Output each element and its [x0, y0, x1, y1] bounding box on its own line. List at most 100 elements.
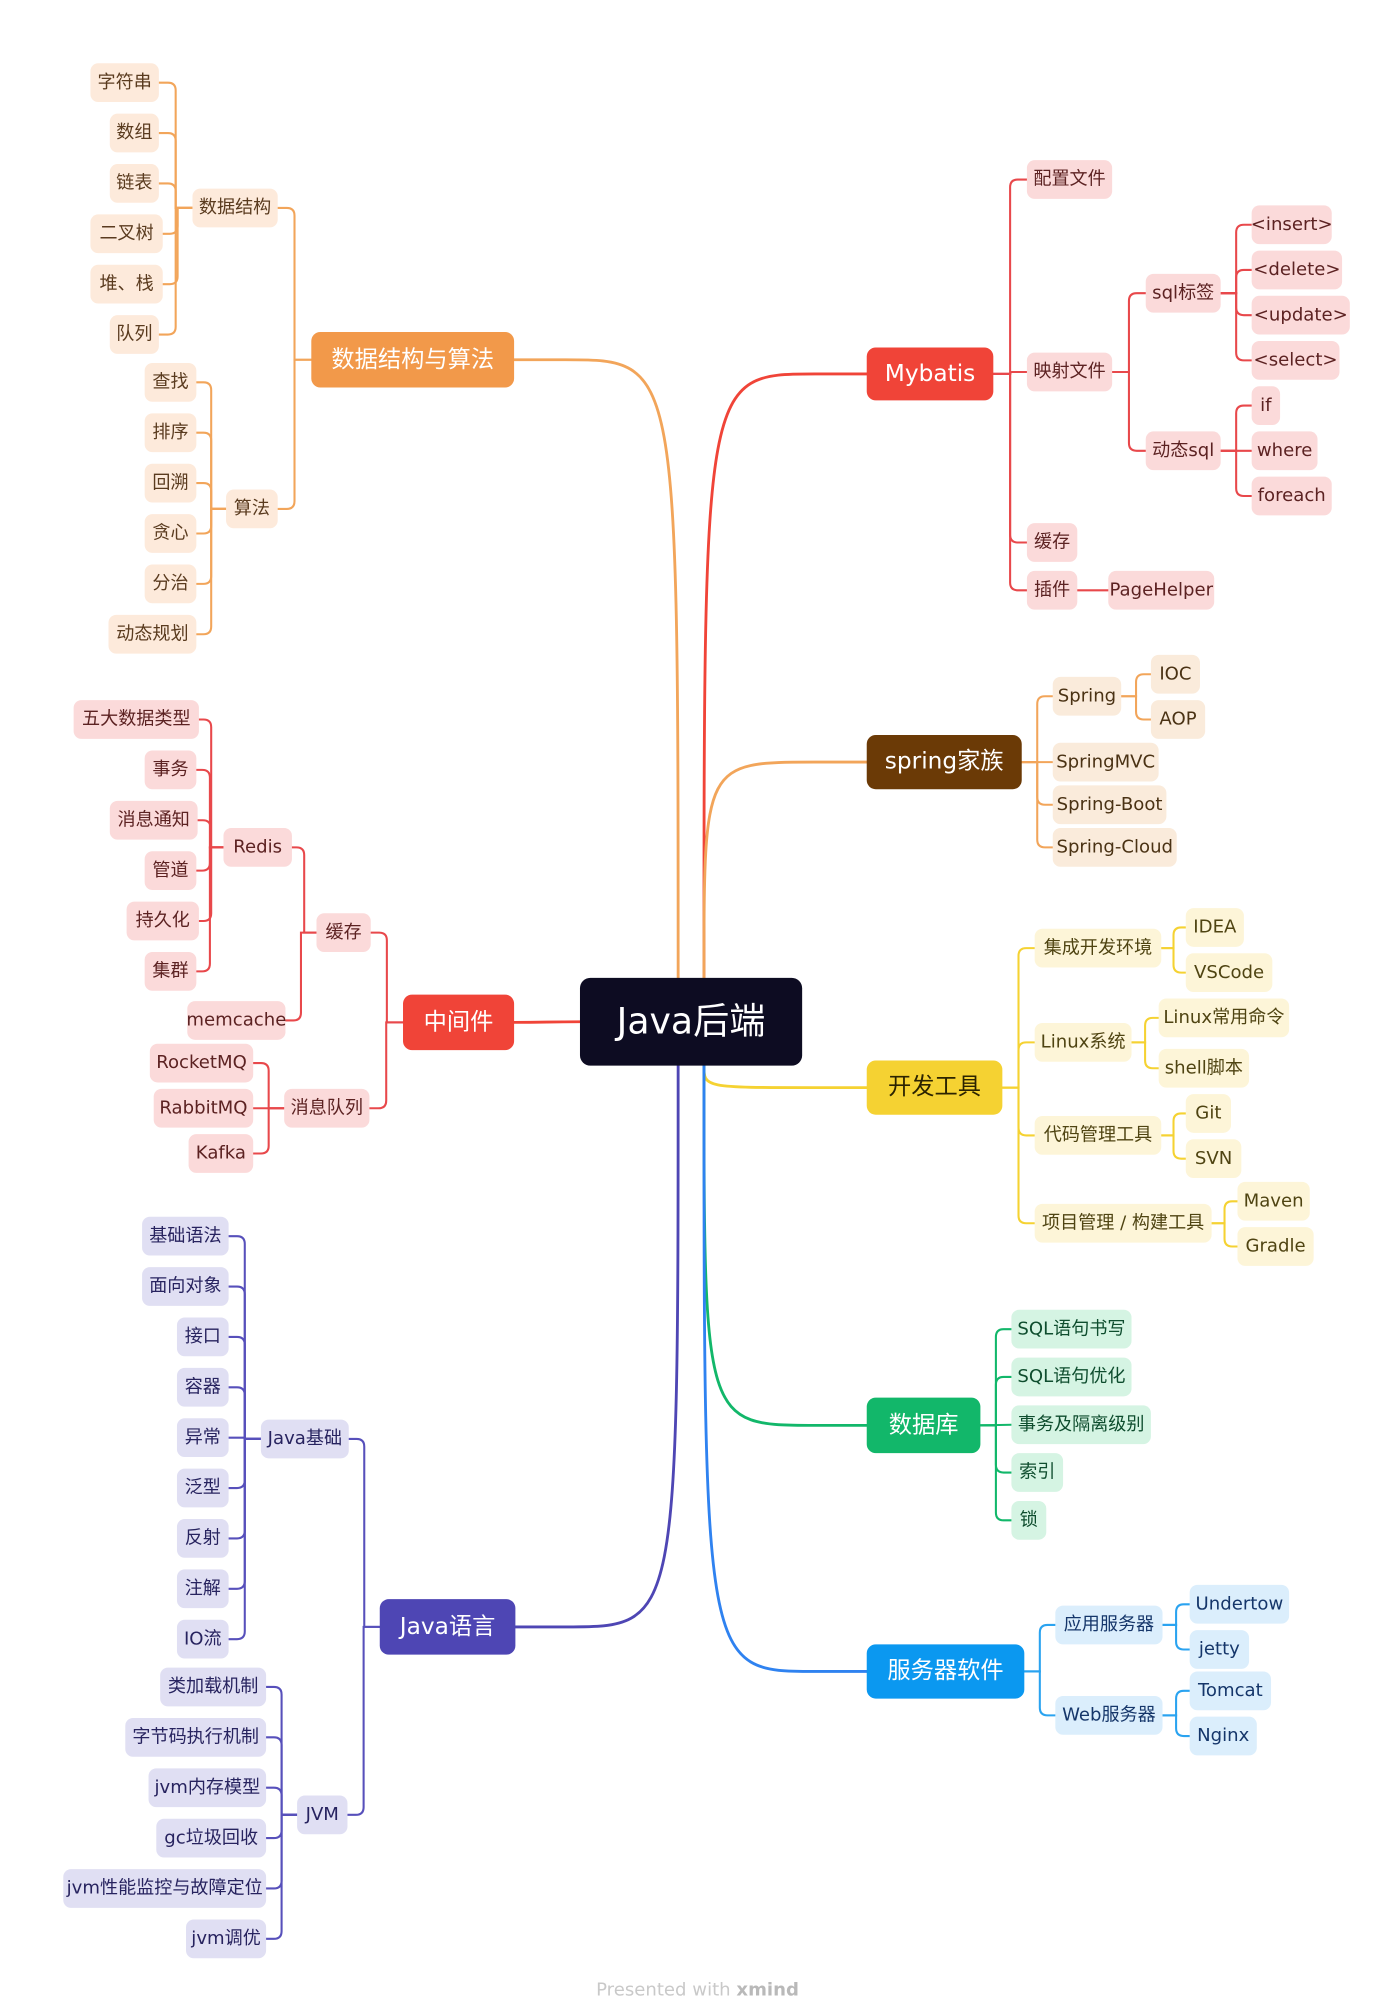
topic-mybatis-1-0[interactable]: sql标签: [1145, 273, 1221, 313]
root-link-mybatis: [702, 372, 869, 980]
topic-server-0[interactable]: 应用服务器: [1055, 1605, 1163, 1645]
topic-mybatis-0[interactable]: 配置文件: [1026, 160, 1113, 199]
topic-server-1-0[interactable]: Tomcat: [1189, 1671, 1272, 1711]
branch-language[interactable]: Java语言: [379, 1599, 516, 1655]
topic-spring-0[interactable]: Spring: [1052, 676, 1122, 716]
topic-middleware-1-0[interactable]: RocketMQ: [149, 1043, 254, 1083]
topic-mybatis-1-1-1[interactable]: where: [1251, 431, 1318, 471]
link-mybatis-3: [992, 372, 1028, 592]
branch-devtools[interactable]: 开发工具: [866, 1060, 1003, 1115]
topic-middleware-0-0-2[interactable]: 消息通知: [109, 800, 198, 840]
branch-server[interactable]: 服务器软件: [866, 1644, 1025, 1699]
branch-dsa[interactable]: 数据结构与算法: [311, 331, 515, 388]
topic-middleware-1[interactable]: 消息队列: [284, 1088, 370, 1128]
branch-mybatis[interactable]: Mybatis: [866, 347, 994, 401]
topic-devtools-3[interactable]: 项目管理 / 构建工具: [1034, 1203, 1212, 1243]
topic-language-0-0[interactable]: 基础语法: [142, 1216, 229, 1256]
topic-dsa-0-2[interactable]: 链表: [109, 164, 159, 203]
topic-dsa-0-0[interactable]: 字符串: [90, 63, 159, 103]
topic-devtools-1-0[interactable]: Linux常用命令: [1158, 998, 1290, 1038]
topic-dsa-1-0[interactable]: 查找: [144, 362, 197, 402]
link-language-1-5: [265, 1813, 299, 1940]
topic-mybatis-2[interactable]: 缓存: [1026, 523, 1078, 562]
topic-dsa-1-3[interactable]: 贪心: [144, 514, 197, 553]
topic-database-2[interactable]: 事务及隔离级别: [1011, 1405, 1151, 1445]
topic-devtools-2-0[interactable]: Git: [1185, 1094, 1231, 1133]
topic-language-0-4[interactable]: 异常: [176, 1418, 229, 1458]
topic-language-0-2[interactable]: 接口: [176, 1317, 229, 1357]
topic-mybatis-1[interactable]: 映射文件: [1026, 352, 1113, 392]
topic-language-1-3[interactable]: gc垃圾回收: [156, 1818, 267, 1858]
topic-dsa-0-3[interactable]: 二叉树: [90, 214, 163, 254]
topic-language-0-5[interactable]: 泛型: [176, 1468, 229, 1508]
topic-language-0[interactable]: Java基础: [260, 1419, 349, 1459]
topic-language-0-8[interactable]: IO流: [176, 1619, 229, 1659]
topic-server-1-1[interactable]: Nginx: [1189, 1716, 1257, 1756]
topic-dsa-1[interactable]: 算法: [226, 489, 278, 529]
topic-mybatis-1-0-1[interactable]: <delete>: [1251, 250, 1343, 290]
topic-devtools-2-1[interactable]: SVN: [1185, 1139, 1242, 1179]
topic-dsa-0-1[interactable]: 数组: [109, 113, 159, 153]
topic-language-0-7[interactable]: 注解: [176, 1569, 229, 1609]
topic-spring-3[interactable]: Spring-Cloud: [1052, 827, 1177, 867]
topic-dsa-0-4[interactable]: 堆、栈: [90, 264, 163, 304]
topic-dsa-1-5[interactable]: 动态规划: [108, 614, 197, 654]
topic-dsa-1-2[interactable]: 回溯: [144, 463, 197, 503]
topic-middleware-0-0-5[interactable]: 集群: [144, 951, 197, 991]
topic-middleware-0-0-3[interactable]: 管道: [144, 851, 197, 890]
topic-language-1-5[interactable]: jvm调优: [186, 1919, 267, 1959]
topic-middleware-0-0[interactable]: Redis: [223, 827, 292, 867]
topic-database-4[interactable]: 锁: [1011, 1500, 1047, 1540]
topic-dsa-0-5[interactable]: 队列: [109, 315, 159, 354]
topic-devtools-0-1[interactable]: VSCode: [1185, 953, 1273, 993]
root-topic[interactable]: Java后端: [579, 977, 803, 1066]
branch-middleware[interactable]: 中间件: [403, 994, 515, 1051]
topic-language-1-2[interactable]: jvm内存模型: [148, 1768, 267, 1808]
topic-mybatis-1-1[interactable]: 动态sql: [1145, 431, 1221, 471]
topic-mybatis-3[interactable]: 插件: [1026, 570, 1078, 610]
topic-mybatis-1-1-2[interactable]: foreach: [1251, 476, 1332, 516]
topic-mybatis-1-1-0[interactable]: if: [1251, 386, 1281, 425]
topic-dsa-1-1[interactable]: 排序: [144, 413, 197, 453]
topic-devtools-0[interactable]: 集成开发环境: [1034, 928, 1162, 968]
link-mybatis-1-1: [1111, 370, 1147, 452]
topic-database-3[interactable]: 索引: [1011, 1453, 1064, 1492]
topic-server-1[interactable]: Web服务器: [1055, 1696, 1163, 1735]
topic-language-1[interactable]: JVM: [297, 1795, 348, 1835]
topic-server-0-1[interactable]: jetty: [1189, 1630, 1250, 1669]
topic-language-1-4[interactable]: jvm性能监控与故障定位: [63, 1869, 267, 1908]
topic-database-1[interactable]: SQL语句优化: [1011, 1357, 1132, 1397]
topic-mybatis-1-0-3[interactable]: <select>: [1251, 341, 1340, 380]
topic-devtools-3-1[interactable]: Gradle: [1237, 1227, 1314, 1266]
topic-middleware-0-0-0[interactable]: 五大数据类型: [73, 700, 199, 739]
topic-middleware-0[interactable]: 缓存: [316, 913, 371, 952]
topic-middleware-1-2[interactable]: Kafka: [188, 1134, 254, 1173]
topic-devtools-3-0[interactable]: Maven: [1237, 1181, 1310, 1221]
branch-spring[interactable]: spring家族: [866, 734, 1022, 790]
topic-language-0-3[interactable]: 容器: [176, 1367, 229, 1407]
topic-mybatis-1-0-2[interactable]: <update>: [1251, 295, 1350, 335]
topic-middleware-0-1[interactable]: memcache: [186, 1001, 286, 1040]
topic-devtools-0-0[interactable]: IDEA: [1185, 908, 1244, 947]
topic-language-0-6[interactable]: 反射: [176, 1519, 229, 1558]
topic-language-0-1[interactable]: 面向对象: [142, 1267, 229, 1306]
topic-spring-1[interactable]: SpringMVC: [1052, 742, 1159, 782]
topic-dsa-0[interactable]: 数据结构: [192, 188, 278, 228]
topic-spring-2[interactable]: Spring-Boot: [1052, 785, 1167, 825]
topic-devtools-2[interactable]: 代码管理工具: [1034, 1116, 1162, 1155]
topic-devtools-1-1[interactable]: shell脚本: [1158, 1048, 1250, 1088]
branch-database[interactable]: 数据库: [866, 1397, 981, 1454]
topic-middleware-1-1[interactable]: RabbitMQ: [153, 1088, 254, 1128]
topic-spring-0-1[interactable]: AOP: [1150, 700, 1206, 739]
topic-language-1-0[interactable]: 类加载机制: [160, 1667, 267, 1707]
topic-mybatis-3-0[interactable]: PageHelper: [1108, 570, 1215, 610]
topic-dsa-1-4[interactable]: 分治: [144, 564, 197, 604]
topic-spring-0-0[interactable]: IOC: [1150, 654, 1200, 694]
topic-middleware-0-0-4[interactable]: 持久化: [126, 901, 199, 941]
topic-devtools-1[interactable]: Linux系统: [1034, 1023, 1132, 1062]
topic-middleware-0-0-1[interactable]: 事务: [144, 750, 197, 790]
topic-database-0[interactable]: SQL语句书写: [1011, 1309, 1132, 1349]
topic-server-0-0[interactable]: Undertow: [1189, 1584, 1290, 1624]
topic-language-1-1[interactable]: 字节码执行机制: [125, 1717, 267, 1757]
topic-mybatis-1-0-0[interactable]: <insert>: [1251, 205, 1333, 245]
